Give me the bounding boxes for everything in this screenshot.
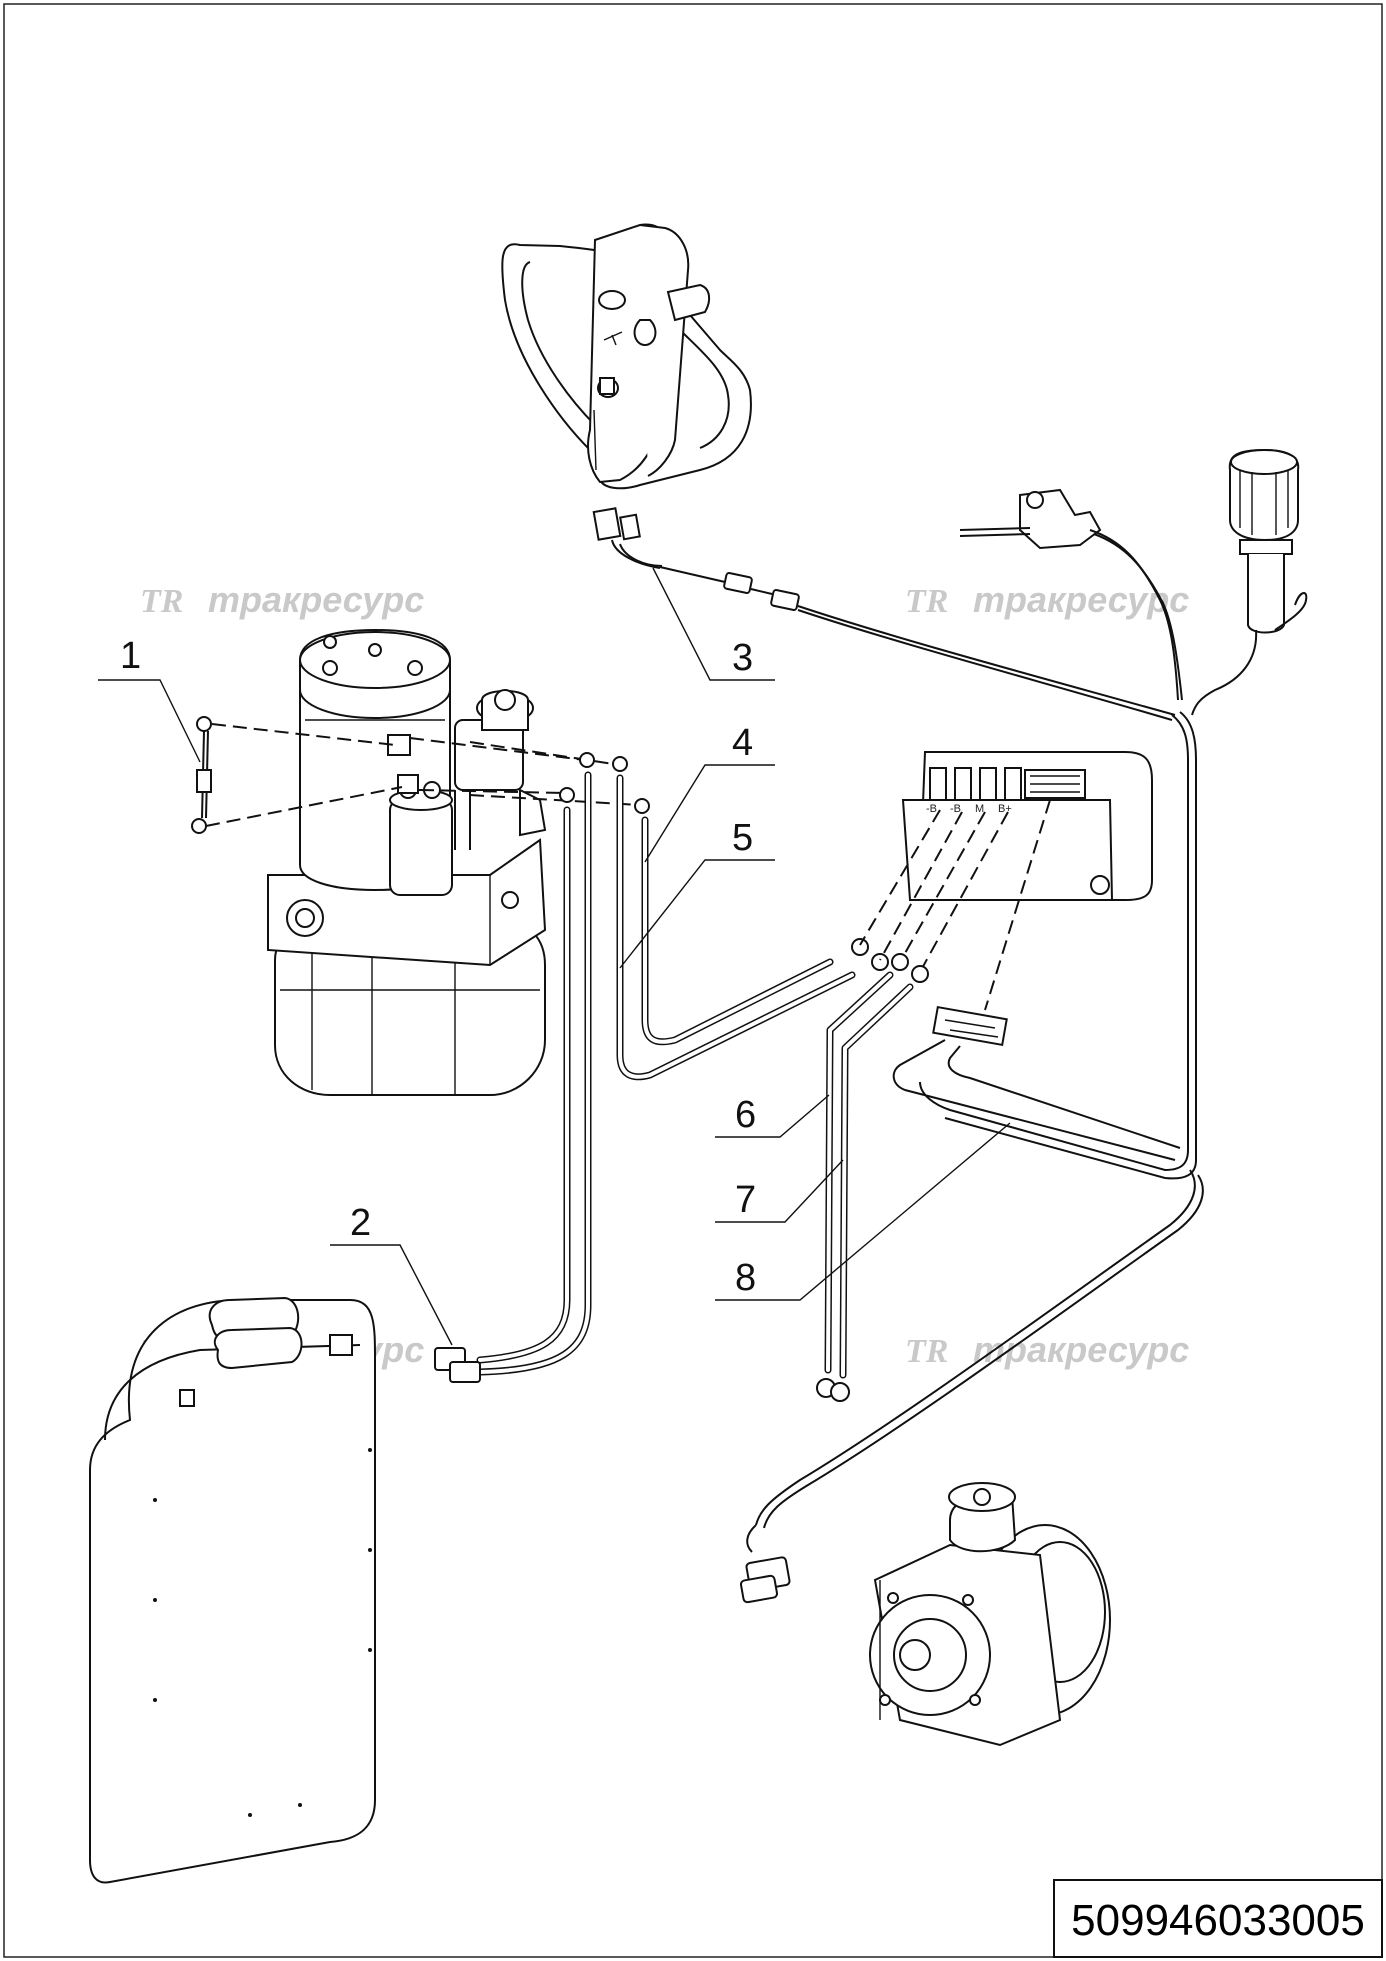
leader-dashed bbox=[409, 737, 586, 761]
terminal-label: M bbox=[975, 803, 984, 815]
main-harness bbox=[755, 711, 1204, 1529]
terminal-label: -B bbox=[950, 803, 961, 815]
callout-label: 5 bbox=[732, 817, 753, 859]
hydraulic-pump-unit bbox=[267, 628, 547, 1096]
cable-7 bbox=[830, 965, 929, 1402]
watermark-text: тракресурс bbox=[973, 579, 1189, 620]
watermark-logo: TR bbox=[905, 583, 948, 620]
leader-dashed bbox=[919, 811, 1009, 973]
cable-5 bbox=[612, 756, 889, 1081]
callout-label: 6 bbox=[735, 1094, 756, 1136]
motor-controller: -B -B M B+ bbox=[901, 751, 1153, 901]
leader-dashed bbox=[859, 809, 941, 946]
leader-dashed bbox=[984, 799, 1051, 1011]
watermark-top-left: TR тракресурс bbox=[140, 579, 424, 620]
callout-label: 7 bbox=[735, 1179, 756, 1221]
micro-switch bbox=[959, 488, 1183, 701]
callout-label: 3 bbox=[732, 637, 753, 679]
cable-1 bbox=[191, 716, 403, 834]
callout-1: 1 bbox=[98, 635, 201, 763]
watermark-logo: TR bbox=[140, 583, 183, 620]
cable-4 bbox=[634, 798, 869, 1046]
drive-motor bbox=[869, 1482, 1111, 1747]
callout-4: 4 bbox=[644, 722, 775, 863]
leader-dashed bbox=[419, 789, 566, 794]
callout-label: 1 bbox=[120, 635, 141, 677]
leader-dashed bbox=[469, 741, 621, 766]
page-frame bbox=[3, 3, 1383, 1958]
callout-8: 8 bbox=[715, 1122, 1011, 1301]
cable-3 bbox=[592, 507, 1176, 721]
terminal-label: B+ bbox=[998, 803, 1012, 815]
callout-7: 7 bbox=[715, 1159, 844, 1223]
leader-dashed bbox=[879, 811, 963, 961]
callout-5: 5 bbox=[619, 817, 775, 969]
document-number-box: 509946033005 bbox=[1053, 1879, 1383, 1958]
terminal-label: -B bbox=[926, 803, 937, 815]
watermark-text: тракресурс bbox=[208, 579, 424, 620]
sensor-connector bbox=[739, 1524, 791, 1604]
cable-6 bbox=[816, 953, 909, 1398]
cable-8 bbox=[892, 1005, 1181, 1161]
leader-dashed bbox=[899, 811, 986, 963]
key-switch bbox=[1191, 448, 1308, 716]
callout-label: 2 bbox=[350, 1202, 371, 1244]
cable-2 bbox=[434, 752, 595, 1383]
watermark-text: тракресурс bbox=[973, 1329, 1189, 1370]
document-number: 509946033005 bbox=[1071, 1896, 1365, 1945]
callout-2: 2 bbox=[330, 1202, 453, 1346]
leader-dashed bbox=[469, 794, 641, 806]
callout-3: 3 bbox=[652, 567, 775, 681]
tiller-handle bbox=[501, 223, 752, 490]
callout-label: 4 bbox=[732, 722, 753, 764]
callout-label: 8 bbox=[735, 1257, 756, 1299]
watermark-top-right: TR тракресурс bbox=[905, 579, 1189, 620]
watermark-bottom-right: TR тракресурс bbox=[905, 1329, 1189, 1370]
callout-6: 6 bbox=[715, 1094, 830, 1138]
watermark-logo: TR bbox=[905, 1333, 948, 1370]
battery bbox=[89, 1296, 376, 1884]
